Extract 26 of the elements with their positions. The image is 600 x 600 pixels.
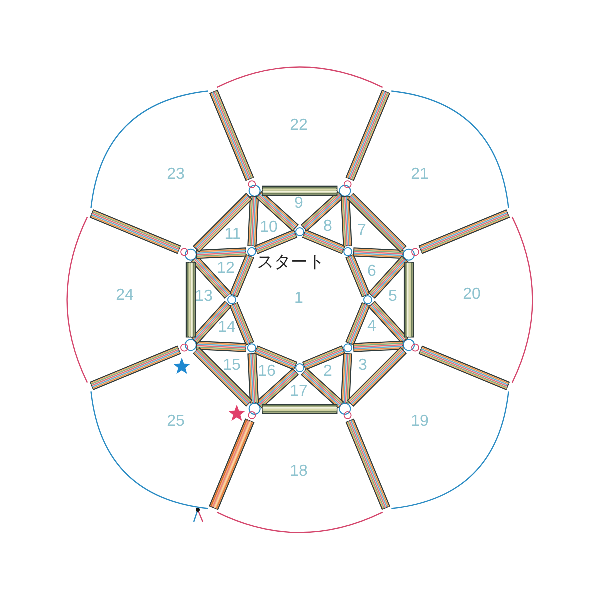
- step-number: 18: [290, 464, 308, 480]
- step-number: 4: [368, 319, 376, 335]
- step-number: 6: [368, 264, 376, 280]
- step-number: 19: [411, 414, 429, 430]
- step-number: 21: [411, 167, 429, 183]
- start-label: スタート: [257, 254, 325, 272]
- step-number: 15: [223, 358, 241, 374]
- step-number: 10: [260, 220, 278, 236]
- step-number: 13: [195, 289, 213, 305]
- step-number: 7: [358, 223, 366, 239]
- step-number: 2: [324, 364, 332, 380]
- step-number: 11: [224, 227, 242, 243]
- step-number: 24: [116, 288, 134, 304]
- step-number: 1: [294, 291, 304, 307]
- step-number: 22: [290, 118, 308, 134]
- step-number: 14: [218, 320, 236, 336]
- step-number: 25: [167, 414, 185, 430]
- step-number: 23: [167, 167, 185, 183]
- step-number: 16: [258, 364, 276, 380]
- step-number: 3: [358, 358, 368, 374]
- step-number: 12: [217, 261, 235, 277]
- step-number: 9: [294, 196, 304, 212]
- step-number: 17: [290, 384, 308, 400]
- step-number: 20: [463, 287, 481, 303]
- step-number: 8: [324, 219, 332, 235]
- step-number: 5: [388, 289, 398, 305]
